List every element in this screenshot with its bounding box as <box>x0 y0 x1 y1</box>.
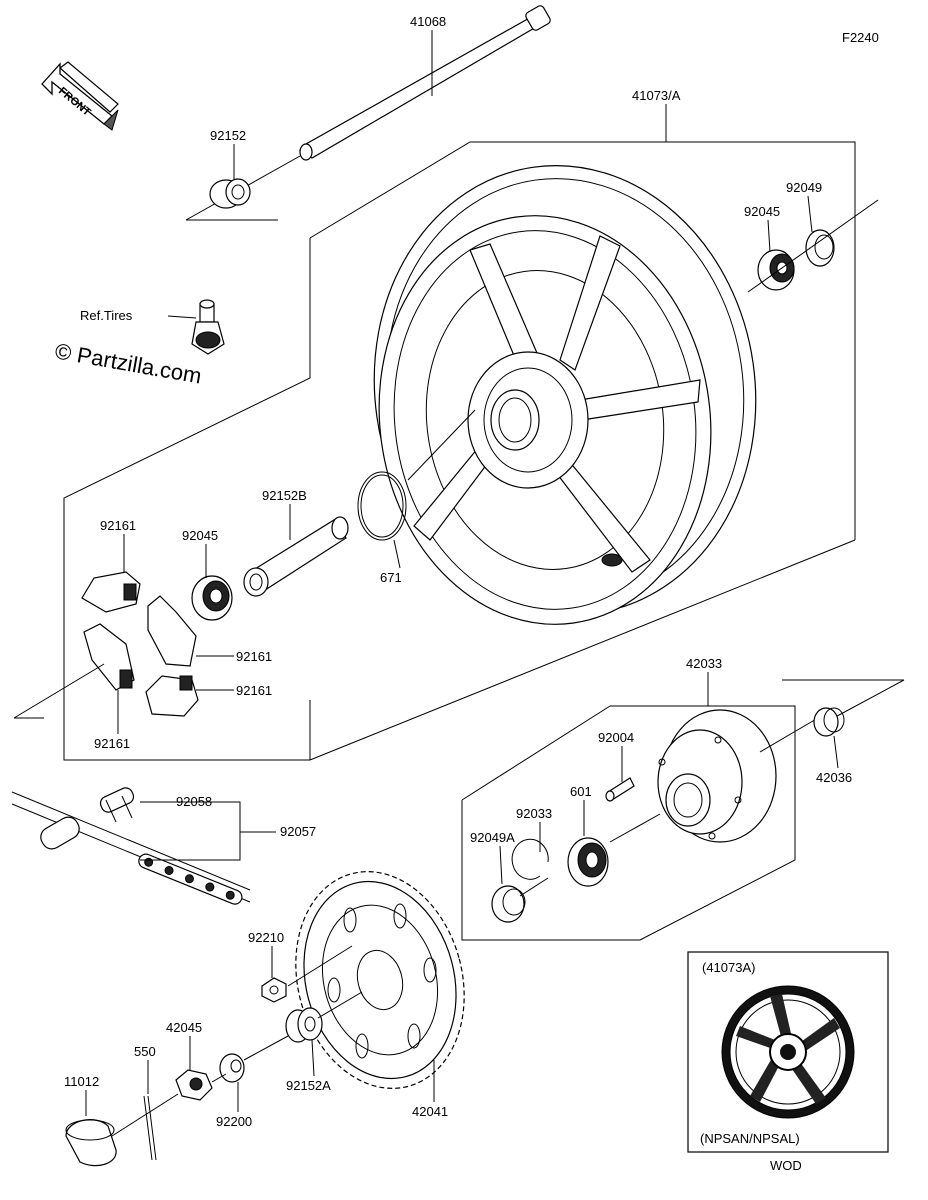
collar-92152a <box>285 1007 323 1043</box>
seal-92049a <box>491 885 526 923</box>
bearing-92045-top <box>757 249 795 291</box>
bearing-92045-mid <box>191 575 233 621</box>
callout-92033: 92033 <box>516 806 552 821</box>
chain-92057 <box>11 791 251 905</box>
callout-92200: 92200 <box>216 1114 252 1129</box>
sprocket-hub-42033 <box>657 709 777 843</box>
callout-92161-b: 92161 <box>236 649 272 664</box>
callout-42045: 42045 <box>166 1020 202 1035</box>
callout-92057: 92057 <box>280 824 316 839</box>
inset-label-top: (41073A) <box>702 960 755 975</box>
callout-41068: 41068 <box>410 14 446 29</box>
callout-671: 671 <box>380 570 402 585</box>
callout-92058: 92058 <box>176 794 212 809</box>
callout-92049-top: 92049 <box>786 180 822 195</box>
stud-92004 <box>605 777 635 802</box>
damper-92161-top <box>81 571 141 613</box>
callout-92152-top: 92152 <box>210 128 246 143</box>
callout-92004: 92004 <box>598 730 634 745</box>
callout-92210: 92210 <box>248 930 284 945</box>
castle-nut-42045 <box>175 1069 213 1101</box>
callout-42033: 42033 <box>686 656 722 671</box>
inset-label-bottom: (NPSAN/NPSAL) <box>700 1131 800 1146</box>
collar-92152 <box>209 178 251 209</box>
seal-92049 <box>805 229 835 267</box>
rear-wheel-41073 <box>373 165 757 625</box>
sprocket-42041 <box>295 871 465 1089</box>
variant-inset: (41073A) (NPSAN/NPSAL) <box>687 951 889 1153</box>
master-link-92058 <box>40 787 135 850</box>
callout-42036: 42036 <box>816 770 852 785</box>
callout-42041: 42041 <box>412 1104 448 1119</box>
callout-41073a: 41073/A <box>632 88 681 103</box>
damper-92161-mid <box>147 595 197 667</box>
axle-41068 <box>185 5 551 221</box>
callout-92152b: 92152B <box>262 488 307 503</box>
callout-601: 601 <box>570 784 592 799</box>
callout-92045-mid: 92045 <box>182 528 218 543</box>
figure-code: F2240 <box>842 30 879 45</box>
inset-wheel-icon <box>721 985 855 1119</box>
damper-92161-left <box>83 623 135 691</box>
callout-92045-top: 92045 <box>744 204 780 219</box>
assembly-frame <box>63 141 856 941</box>
leader-lines <box>85 30 839 1116</box>
washer-92200 <box>219 1053 245 1083</box>
bearing-601 <box>567 837 609 887</box>
collar-92152b <box>243 516 349 597</box>
watermark: © Partzilla.com <box>53 338 203 388</box>
circlip-92033 <box>511 838 549 880</box>
callout-11012: 11012 <box>64 1074 99 1089</box>
ref-tires-label: Ref.Tires <box>80 308 133 323</box>
callout-92161-c: 92161 <box>236 683 272 698</box>
callout-92161-a: 92161 <box>100 518 136 533</box>
callout-92152a: 92152A <box>286 1078 331 1093</box>
callout-550: 550 <box>134 1044 156 1059</box>
damper-92161-bottom <box>145 675 199 717</box>
cotter-pin-550 <box>143 1095 157 1161</box>
cap-11012 <box>65 1119 117 1167</box>
callout-92161-d: 92161 <box>94 736 130 751</box>
nut-92210 <box>261 977 287 1003</box>
callout-92049a: 92049A <box>470 830 515 845</box>
valve-stem-icon <box>191 299 225 355</box>
inset-footer: WOD <box>770 1158 802 1173</box>
o-ring-671 <box>357 471 407 541</box>
front-arrow-icon: FRONT <box>41 61 119 131</box>
collar-42036 <box>813 707 845 737</box>
